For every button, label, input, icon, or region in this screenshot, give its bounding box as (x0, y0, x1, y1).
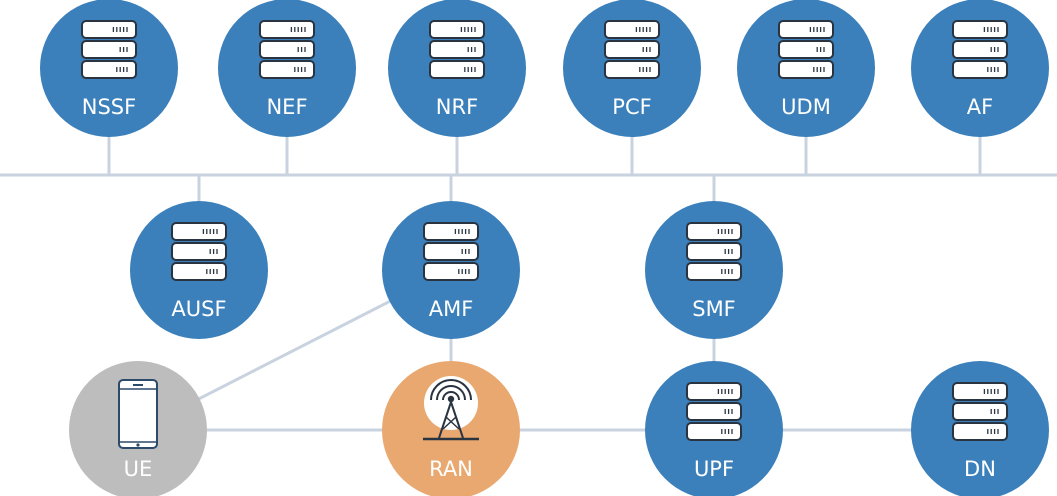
node-label: UPF (694, 457, 734, 481)
node-pcf: PCF (563, 0, 701, 137)
server-icon (423, 222, 479, 281)
server-icon (81, 20, 137, 79)
server-icon (686, 222, 742, 281)
node-label: PCF (612, 95, 651, 119)
node-dn: DN (911, 361, 1049, 496)
node-label: NEF (266, 95, 307, 119)
node-smf: SMF (645, 201, 783, 339)
server-icon (952, 20, 1008, 79)
node-amf: AMF (382, 201, 520, 339)
smartphone-icon (118, 379, 158, 449)
node-label: RAN (429, 457, 473, 481)
node-label: SMF (692, 297, 736, 321)
server-icon (686, 382, 742, 441)
node-label: AMF (429, 297, 474, 321)
node-ausf: AUSF (130, 201, 268, 339)
node-label: DN (964, 457, 996, 481)
node-ue: UE (69, 361, 207, 496)
node-udm: UDM (737, 0, 875, 137)
server-icon (778, 20, 834, 79)
node-upf: UPF (645, 361, 783, 496)
server-icon (604, 20, 660, 79)
node-label: NRF (436, 95, 478, 119)
node-label: NSSF (82, 95, 136, 119)
server-icon (259, 20, 315, 79)
node-af: AF (911, 0, 1049, 137)
server-icon (171, 222, 227, 281)
node-nssf: NSSF (40, 0, 178, 137)
node-label: AF (967, 95, 993, 119)
node-nrf: NRF (388, 0, 526, 137)
node-label: UDM (781, 95, 831, 119)
node-label: AUSF (171, 297, 226, 321)
node-nef: NEF (218, 0, 356, 137)
server-icon (952, 382, 1008, 441)
node-ran: RAN (382, 361, 520, 496)
server-icon (429, 20, 485, 79)
radio-tower-icon (423, 376, 479, 441)
nodes-layer: NSSF NEF NRF PCF UDM AF AUSF AMF SMF UE RAN UPF DN (40, 0, 1049, 496)
node-label: UE (124, 457, 153, 481)
